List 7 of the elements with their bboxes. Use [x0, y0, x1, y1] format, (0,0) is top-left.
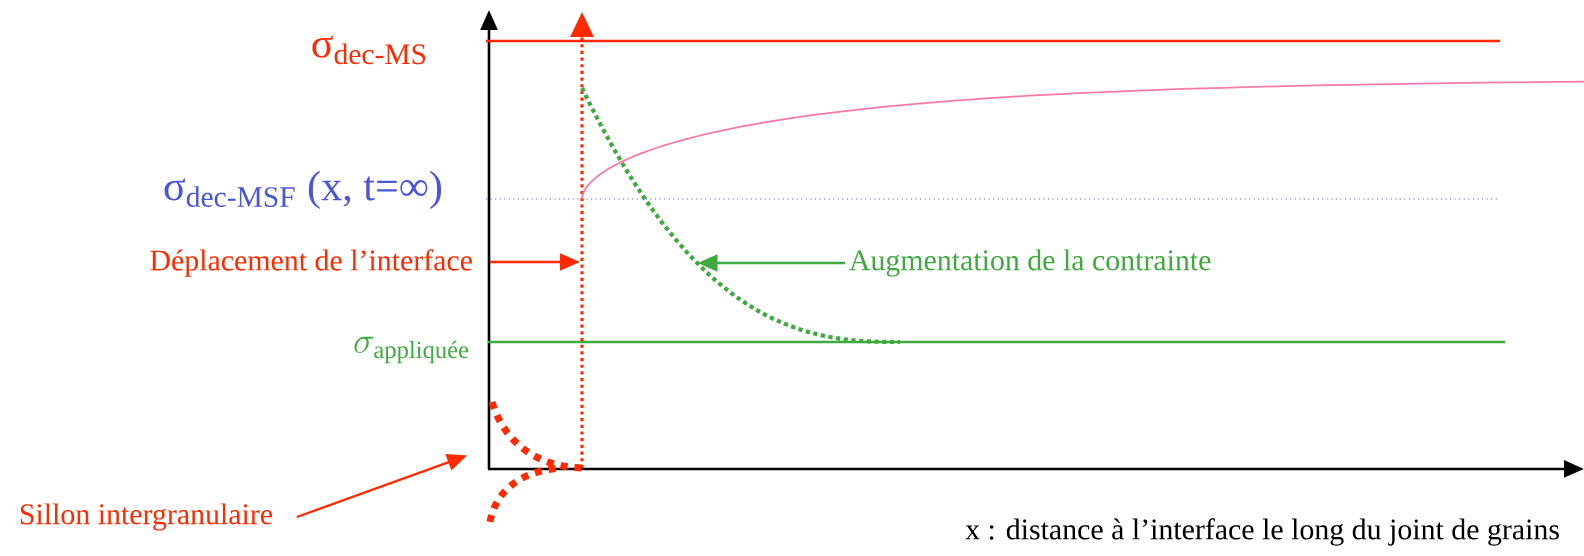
annotation-text: Sillon intergranulaire: [20, 503, 273, 531]
stress-label: σ$_{dec-MSF}$ (x, t=∞): [164, 170, 442, 210]
annotation-text: Augmentation de la contrainte: [849, 249, 1211, 277]
axis-label: x : distance à l’interface le long du joint de grains: [965, 518, 1559, 546]
stress-label: σ$_{dec-MS}$: [312, 35, 426, 65]
stress-label: $\sigma_{\text{appliquée}}$: [354, 336, 469, 364]
axis-label: Déplacement de l’interface: [150, 249, 472, 277]
